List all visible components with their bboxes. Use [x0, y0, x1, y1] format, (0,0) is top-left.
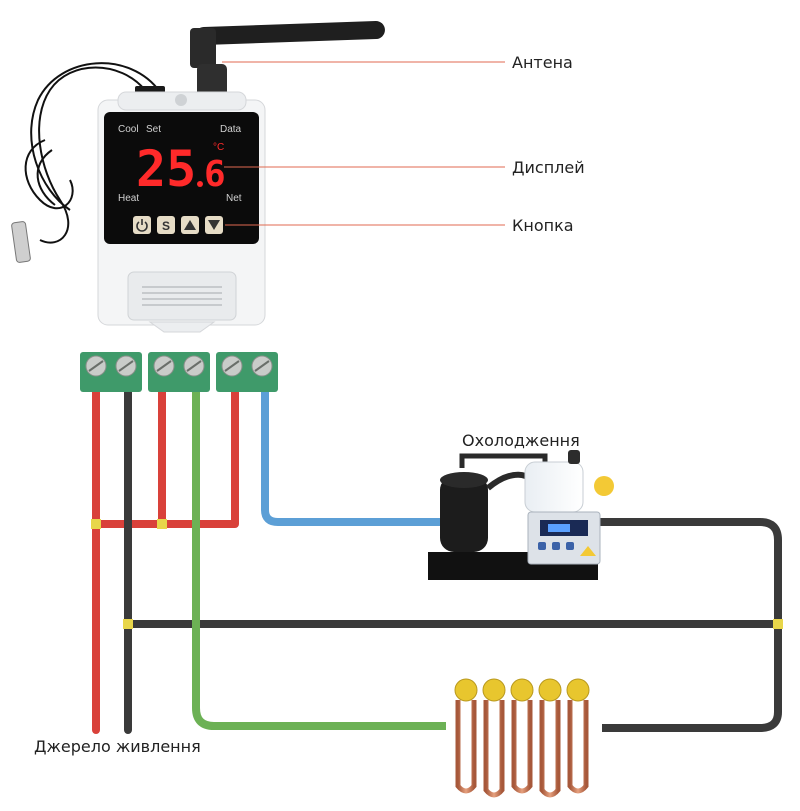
cool-indicator: Cool	[118, 124, 139, 135]
cooling-label: Охолодження	[462, 431, 580, 450]
power-source-label: Джерело живлення	[34, 737, 201, 756]
down-button[interactable]	[205, 216, 223, 234]
thermostat-device: Cool Set Data 25 6 °C Heat Net S	[97, 91, 266, 333]
heating-element	[454, 678, 478, 794]
junction-marker	[91, 519, 101, 529]
up-arrow-icon	[184, 220, 196, 230]
down-arrow-icon	[208, 220, 220, 230]
wires	[91, 376, 783, 734]
heating-element	[510, 678, 534, 794]
blue-wire-cooling	[261, 376, 450, 526]
data-indicator: Data	[220, 124, 242, 135]
unit-indicator: °C	[213, 142, 224, 153]
callouts	[222, 61, 505, 226]
terminal-blocks	[80, 352, 278, 392]
antenna-label: Антена	[512, 53, 573, 72]
set-button-label: S	[162, 219, 170, 233]
temperature-probe	[11, 62, 161, 263]
junction-marker	[123, 619, 133, 629]
temperature-reading: 25	[136, 140, 196, 198]
heating-element	[566, 678, 590, 794]
power-icon	[136, 219, 148, 232]
cooling-unit	[428, 450, 614, 580]
heating-elements	[446, 678, 602, 798]
red-wire-bridge	[92, 376, 239, 528]
heating-element	[482, 678, 506, 798]
set-button[interactable]: S	[157, 216, 175, 234]
green-wire-heater	[192, 376, 450, 730]
up-button[interactable]	[181, 216, 199, 234]
junction-marker	[157, 519, 167, 529]
button-label: Кнопка	[512, 216, 574, 235]
set-indicator: Set	[146, 124, 161, 135]
terminal-block	[216, 352, 278, 392]
heating-element	[538, 678, 562, 798]
power-button[interactable]	[133, 216, 151, 234]
display-label: Дисплей	[512, 158, 585, 177]
heat-indicator: Heat	[118, 193, 139, 204]
terminal-block	[80, 352, 142, 392]
vent-grill	[142, 286, 222, 306]
net-indicator: Net	[226, 193, 242, 204]
junction-marker	[773, 619, 783, 629]
terminal-block	[148, 352, 210, 392]
decimal-point	[197, 181, 203, 187]
temperature-decimal: 6	[204, 154, 226, 195]
